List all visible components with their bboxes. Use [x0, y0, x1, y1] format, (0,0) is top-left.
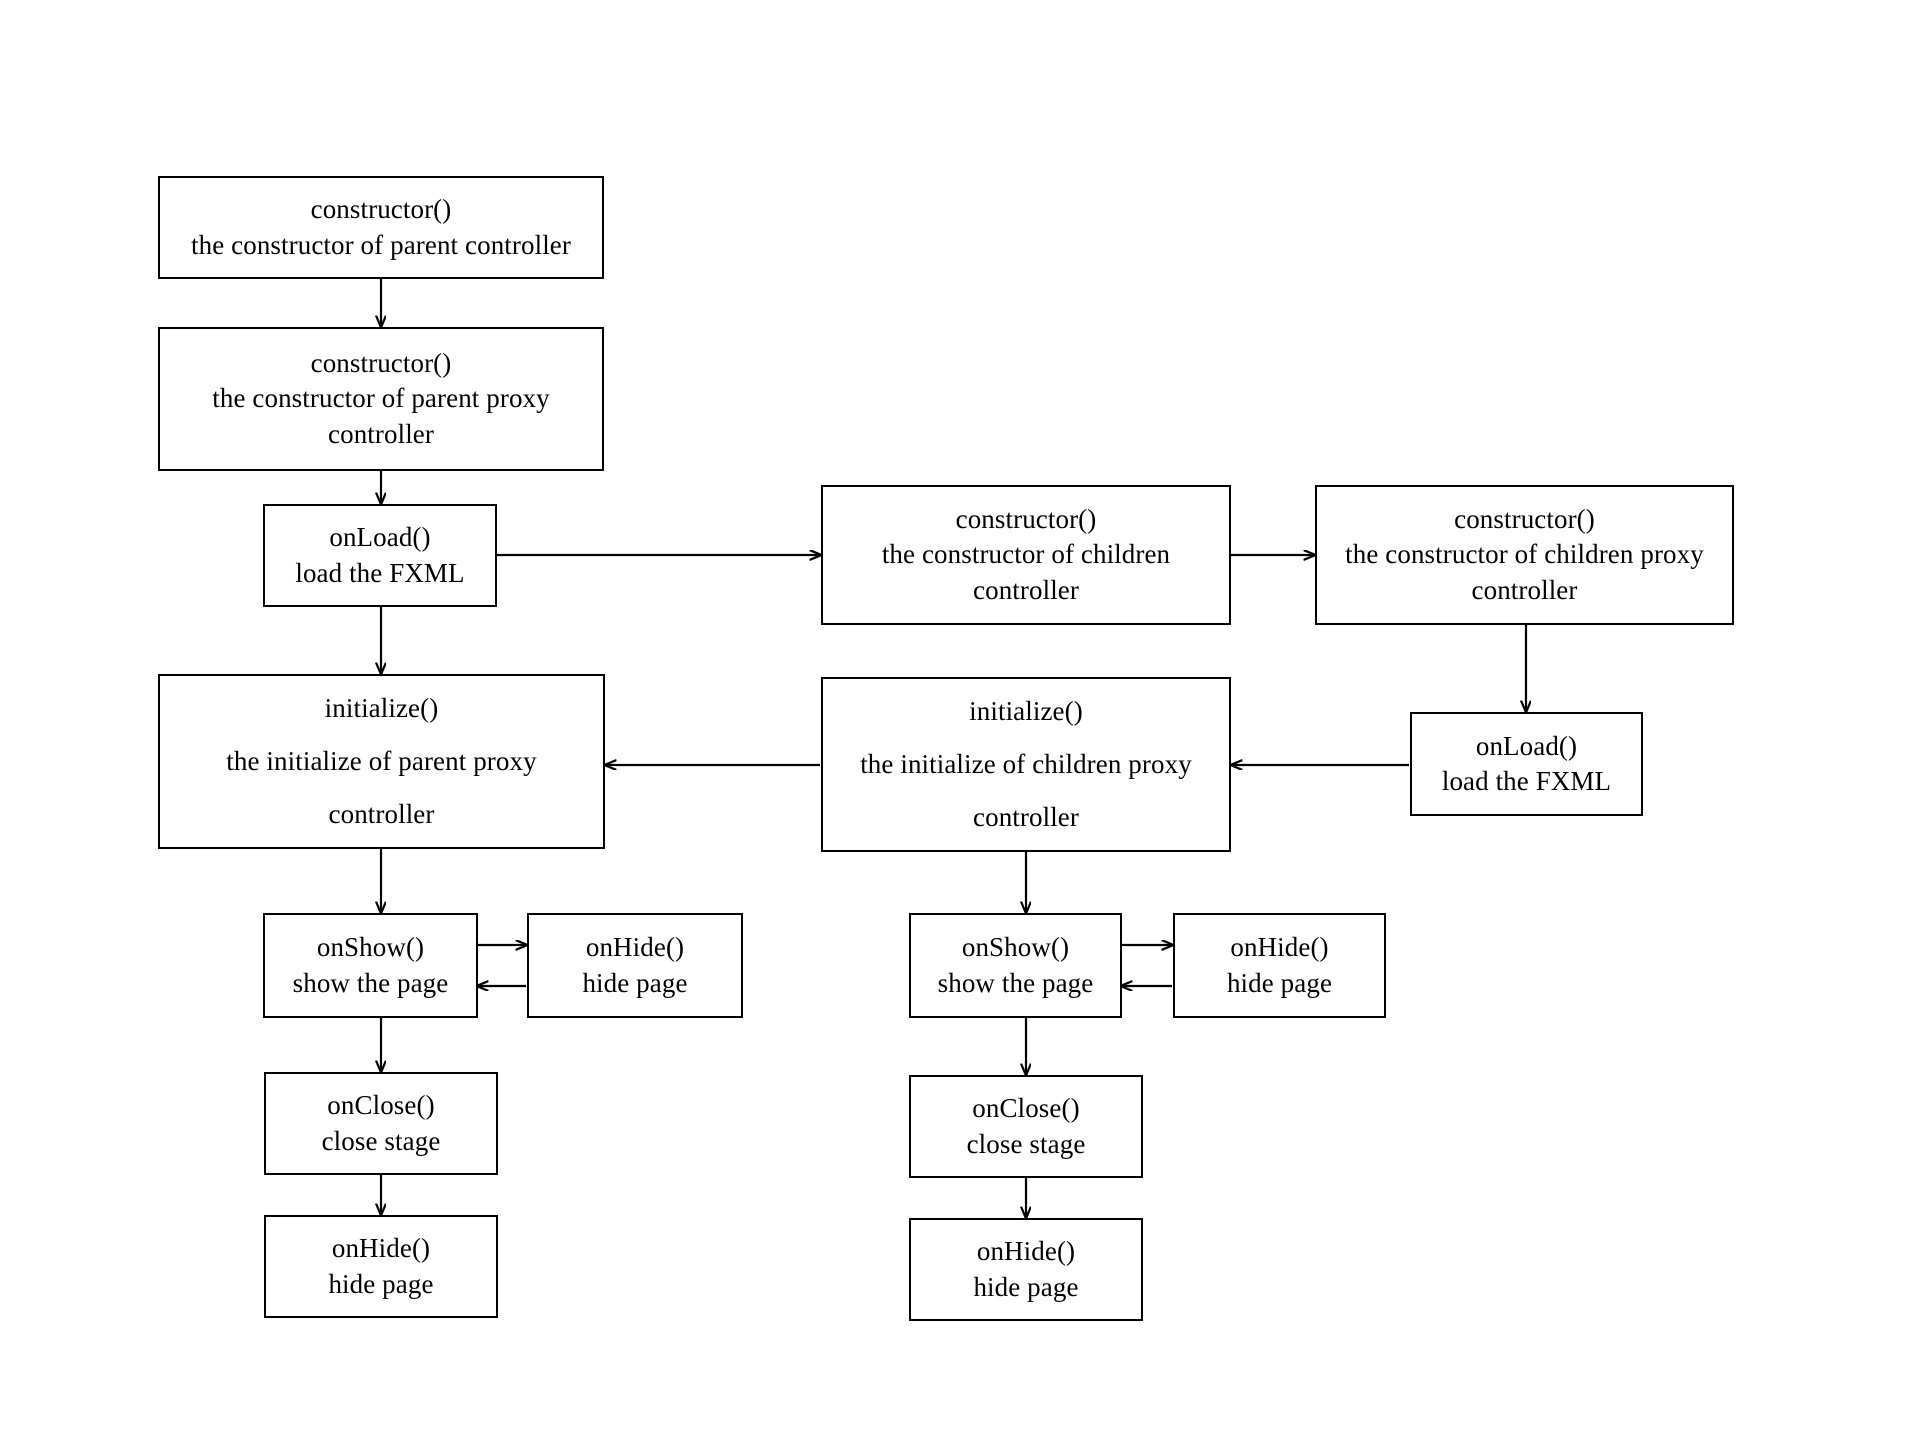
- node-line: hide page: [973, 1271, 1079, 1302]
- node-line: onClose(): [972, 1093, 1080, 1124]
- node-line: onLoad(): [329, 522, 431, 553]
- node-children-onhide-side[interactable]: onHide() hide page: [1173, 913, 1386, 1018]
- node-children-onshow[interactable]: onShow() show the page: [909, 913, 1122, 1018]
- node-children-proxy-constructor[interactable]: constructor() the constructor of childre…: [1315, 485, 1734, 625]
- node-parent-proxy-constructor[interactable]: constructor() the constructor of parent …: [158, 327, 604, 471]
- node-line: the constructor of children proxy: [1345, 539, 1704, 570]
- node-line: constructor(): [1454, 504, 1595, 535]
- node-line: show the page: [292, 967, 449, 998]
- node-line: controller: [973, 802, 1079, 833]
- node-line: onClose(): [327, 1090, 435, 1121]
- node-line: close stage: [966, 1128, 1086, 1159]
- node-line: controller: [328, 799, 435, 830]
- node-line: the initialize of children proxy: [860, 748, 1192, 779]
- node-line: load the FXML: [1441, 766, 1612, 796]
- node-line: load the FXML: [295, 557, 465, 588]
- node-line: onShow(): [316, 932, 425, 963]
- node-line: onLoad(): [1475, 730, 1578, 761]
- node-line: constructor(): [310, 194, 452, 225]
- node-parent-onshow[interactable]: onShow() show the page: [263, 913, 478, 1018]
- node-line: initialize(): [969, 695, 1083, 726]
- node-line: show the page: [937, 967, 1094, 998]
- node-line: onHide(): [331, 1233, 431, 1264]
- node-line: close stage: [321, 1125, 441, 1156]
- node-line: hide page: [582, 967, 688, 998]
- node-children-constructor[interactable]: constructor() the constructor of childre…: [821, 485, 1231, 625]
- node-parent-onclose[interactable]: onClose() close stage: [264, 1072, 498, 1175]
- node-line: controller: [328, 418, 434, 449]
- node-line: the constructor of parent controller: [191, 229, 571, 260]
- node-children-onload[interactable]: onLoad() load the FXML: [1410, 712, 1643, 816]
- node-children-onhide-bottom[interactable]: onHide() hide page: [909, 1218, 1143, 1321]
- node-line: the constructor of parent proxy: [212, 383, 550, 414]
- node-line: constructor(): [310, 348, 452, 379]
- node-line: onHide(): [585, 932, 685, 963]
- node-line: the initialize of parent proxy: [226, 745, 537, 776]
- node-line: onHide(): [1230, 932, 1329, 963]
- node-parent-onhide-bottom[interactable]: onHide() hide page: [264, 1215, 498, 1318]
- node-children-onclose[interactable]: onClose() close stage: [909, 1075, 1143, 1178]
- node-parent-onhide-side[interactable]: onHide() hide page: [527, 913, 743, 1018]
- node-children-initialize[interactable]: initialize() the initialize of children …: [821, 677, 1231, 852]
- node-line: hide page: [328, 1268, 434, 1299]
- node-parent-initialize[interactable]: initialize() the initialize of parent pr…: [158, 674, 605, 849]
- node-line: controller: [973, 574, 1079, 605]
- node-line: initialize(): [324, 692, 439, 723]
- node-line: hide page: [1226, 967, 1333, 998]
- node-parent-onload[interactable]: onLoad() load the FXML: [263, 504, 497, 607]
- node-line: onHide(): [976, 1236, 1076, 1267]
- node-line: onShow(): [961, 932, 1070, 963]
- node-line: the constructor of children: [881, 539, 1171, 570]
- node-line: constructor(): [955, 504, 1097, 535]
- node-line: controller: [1471, 574, 1578, 605]
- node-parent-constructor[interactable]: constructor() the constructor of parent …: [158, 176, 604, 279]
